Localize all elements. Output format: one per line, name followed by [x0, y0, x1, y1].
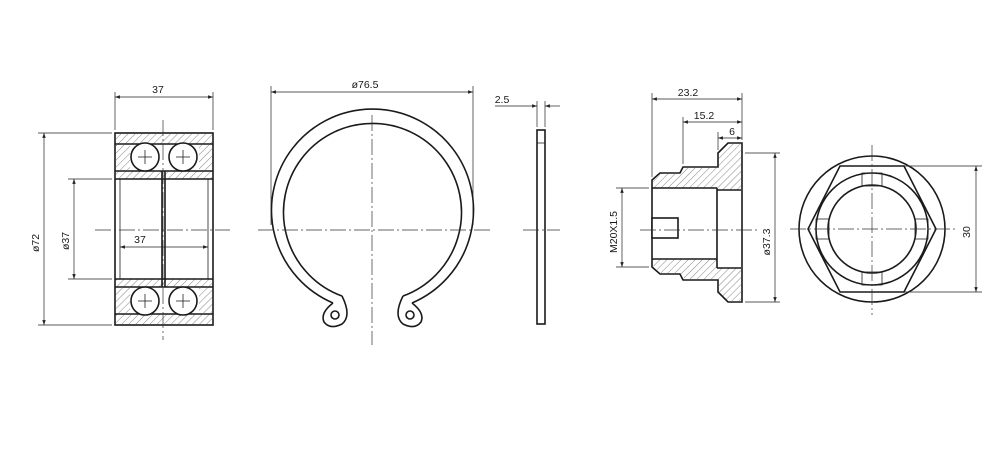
- bearing-width-label: 37: [152, 84, 164, 96]
- nut-thread-label: M20X1.5: [608, 211, 620, 253]
- nut-flange-diameter-dimension: ø37.3: [745, 152, 780, 303]
- nut-end-view: [790, 145, 955, 315]
- bearing-outer-diameter-label: ø72: [30, 234, 42, 252]
- circlip-side-view: [523, 129, 560, 325]
- nut-mid-length-dimension: 15.2: [682, 110, 742, 164]
- nut-total-length-dimension: 23.2: [651, 87, 743, 177]
- nut-flange-length-dimension: 6: [717, 126, 742, 150]
- nut-flange-diameter-label: ø37.3: [761, 228, 773, 255]
- nut-section-view: [640, 142, 760, 303]
- bearing-inner-width-dimension: 37: [120, 234, 208, 249]
- nut-total-length-label: 23.2: [678, 87, 699, 99]
- circlip-diameter-label: ø76.5: [352, 79, 379, 91]
- circlip-thickness-dimension: 2.5: [495, 94, 560, 127]
- circlip-thickness-label: 2.5: [495, 94, 510, 106]
- nut-hex-dimension: 30: [904, 165, 982, 293]
- nut-thread-dimension: M20X1.5: [608, 187, 649, 268]
- bearing-outer-diameter-dimension: ø72: [30, 132, 112, 326]
- bearing-bore-dimension: ø37: [60, 178, 112, 280]
- bearing-bore-label: ø37: [60, 232, 72, 250]
- bearing-section-view: [95, 120, 230, 340]
- circlip-diameter-dimension: ø76.5: [270, 79, 474, 225]
- nut-mid-length-label: 15.2: [694, 110, 715, 122]
- bearing-width-dimension: 37: [114, 84, 214, 130]
- circlip-front-view: [258, 108, 490, 345]
- nut-flange-length-label: 6: [729, 126, 735, 138]
- bearing-inner-width-label: 37: [134, 234, 146, 246]
- nut-hex-label: 30: [961, 226, 973, 238]
